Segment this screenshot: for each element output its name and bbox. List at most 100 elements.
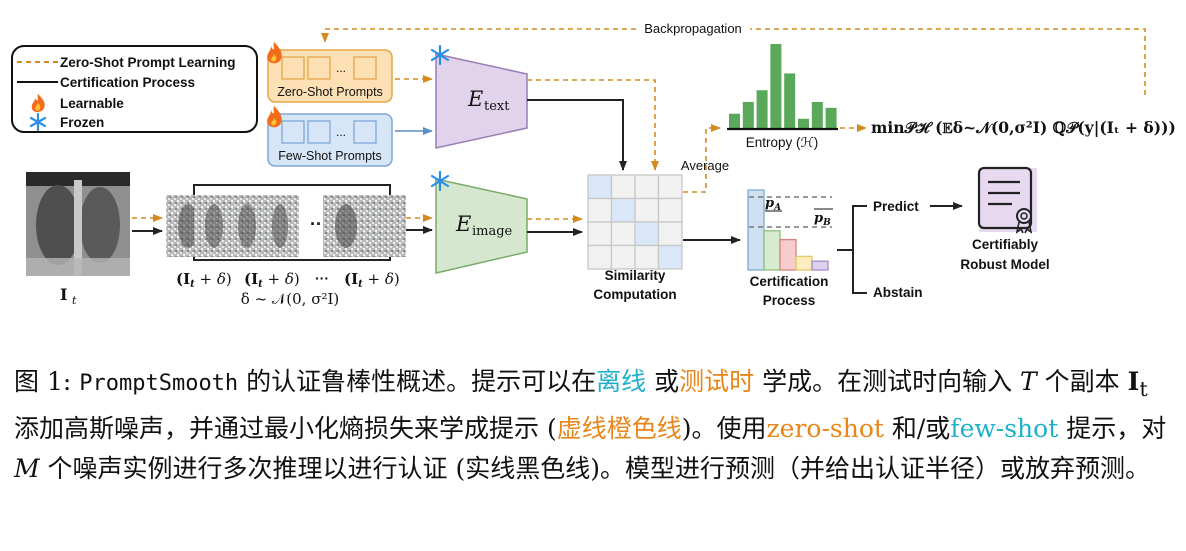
prompt-ellipsis: ... xyxy=(336,61,346,75)
image-encoder-subscript: image xyxy=(472,224,513,239)
noisy-image xyxy=(386,195,406,257)
caption-offline: 离线 xyxy=(596,367,647,396)
similarity-cell xyxy=(587,197,613,223)
few-shot-prompts-label: Few-Shot Prompts xyxy=(278,149,382,163)
entropy-histogram xyxy=(729,44,837,128)
certification-label-line1: Certification xyxy=(750,274,829,289)
similarity-cell-diagonal xyxy=(634,221,660,247)
similarity-cell xyxy=(587,221,613,247)
certification-bars xyxy=(747,189,829,271)
entropy-bar xyxy=(770,44,782,128)
legend-label-learnable: Learnable xyxy=(60,96,124,111)
diagram: Zero-Shot Prompt Learning Certification … xyxy=(11,21,1176,308)
noisy-copy-label-ellipsis: ··· xyxy=(315,270,329,286)
text-embedding-dashed-arrow xyxy=(527,79,659,171)
input-image-label: I xyxy=(60,285,67,304)
noisy-image xyxy=(265,195,299,257)
figure-caption: 图 1: PromptSmooth 的认证鲁棒性概述。提示可以在离线 或测试时 … xyxy=(14,362,1174,489)
fire-icon xyxy=(267,42,282,64)
prompt-ellipsis: ... xyxy=(336,125,346,139)
similarity-cell xyxy=(634,197,660,223)
objective-formula: min𝒫ℋ (𝔼δ~𝒩(0,σ²I) ℚ𝒫(y|(Iₜ + δ))) xyxy=(871,118,1176,137)
caption-text: 学成。在测试时向输入 xyxy=(754,367,1021,396)
snowflake-icon xyxy=(29,112,47,132)
caption-text: 提示，对 xyxy=(1058,414,1167,443)
similarity-cell xyxy=(657,197,683,223)
certification-bar xyxy=(811,260,829,271)
legend-label-zero-shot: Zero-Shot Prompt Learning xyxy=(60,55,236,70)
similarity-matrix xyxy=(587,174,683,270)
zero-shot-prompts: ... Zero-Shot Prompts xyxy=(267,42,393,103)
entropy-bar xyxy=(798,118,809,128)
certificate-icon xyxy=(977,166,1037,234)
backpropagation-path: Backpropagation xyxy=(321,21,1146,95)
entropy-bar xyxy=(825,107,837,128)
text-encoder-subscript: text xyxy=(484,99,510,114)
fire-icon xyxy=(31,94,45,112)
noise-distribution-label: δ ~ 𝒩(0, σ²I) xyxy=(241,290,339,308)
noisy-copy-label: (It + δ) xyxy=(344,270,400,290)
entropy-bar xyxy=(811,101,823,128)
similarity-cell-diagonal xyxy=(587,174,613,200)
average-dashed-arrow xyxy=(683,124,721,193)
similarity-label-line2: Computation xyxy=(593,287,676,302)
similarity-cell xyxy=(657,174,683,200)
noisy-copies: ··· xyxy=(166,184,406,261)
prompt-token xyxy=(307,56,331,80)
noisy-copy-labels: (It + δ) (It + δ) ··· (It + δ) δ ~ 𝒩(0, … xyxy=(176,270,400,308)
pB-label: pB xyxy=(814,211,831,228)
caption-text: 的认证鲁棒性概述。提示可以在 xyxy=(238,367,597,396)
certification-bar xyxy=(763,230,781,271)
image-encoder: E image xyxy=(430,170,528,274)
zero-shot-prompts-label: Zero-Shot Prompts xyxy=(277,85,383,99)
similarity-cell xyxy=(610,244,636,270)
caption-test-time: 测试时 xyxy=(679,367,755,396)
legend-box xyxy=(11,45,258,133)
entropy-bar xyxy=(784,73,796,128)
caption-var-T: T xyxy=(1020,367,1037,396)
input-image-label-sub: t xyxy=(72,294,77,307)
abstain-label: Abstain xyxy=(873,285,923,300)
prompt-token xyxy=(281,120,305,144)
noisy-image xyxy=(323,195,387,257)
fire-icon xyxy=(267,106,282,128)
caption-text: 和/或 xyxy=(883,414,951,443)
caption-figure-number: 图 1: xyxy=(14,367,80,396)
entropy-bar xyxy=(729,113,740,128)
caption-var-M: M xyxy=(14,454,40,483)
entropy-label: Entropy (ℋ) xyxy=(746,135,819,150)
caption-text: 个噪声实例进行多次推理以进行认证 (实线黑色线)。模型进行预测（并给出认证半径）… xyxy=(39,454,1151,483)
noisy-copy-label: (It + δ) xyxy=(176,270,232,290)
entropy-bar xyxy=(756,90,768,128)
prompt-token xyxy=(353,56,377,80)
similarity-cell xyxy=(587,244,613,270)
average-label: Average xyxy=(681,158,729,173)
caption-dashed-orange: 虚线橙色线 xyxy=(556,414,682,443)
decision-bracket xyxy=(837,205,867,294)
model-label-line2: Robust Model xyxy=(960,257,1049,272)
similarity-cell xyxy=(610,174,636,200)
text-encoder: E text xyxy=(430,44,528,149)
certification-label-line2: Process xyxy=(763,293,816,308)
legend-label-certification: Certification Process xyxy=(60,75,195,90)
caption-method-name: PromptSmooth xyxy=(79,371,239,396)
legend-label-frozen: Frozen xyxy=(60,115,104,130)
input-xray-image xyxy=(26,172,130,276)
prompt-token xyxy=(307,120,331,144)
similarity-cell xyxy=(634,174,660,200)
image-encoder-symbol: E xyxy=(455,212,471,236)
snowflake-icon xyxy=(430,44,450,66)
certification-bar xyxy=(747,189,765,271)
snowflake-icon xyxy=(430,170,450,192)
backpropagation-label: Backpropagation xyxy=(644,21,742,36)
model-label-line1: Certifiably xyxy=(972,237,1039,252)
noisy-copy-label: (It + δ) xyxy=(244,270,300,290)
caption-text: 个副本 xyxy=(1036,367,1128,396)
caption-text: 或 xyxy=(646,367,680,396)
caption-few-shot: few-shot xyxy=(950,414,1059,443)
text-encoder-symbol: E xyxy=(467,87,483,111)
caption-zero-shot: zero-shot xyxy=(766,414,884,443)
prompt-token xyxy=(281,56,305,80)
noisy-image xyxy=(227,195,267,257)
legend: Zero-Shot Prompt Learning Certification … xyxy=(11,45,258,133)
